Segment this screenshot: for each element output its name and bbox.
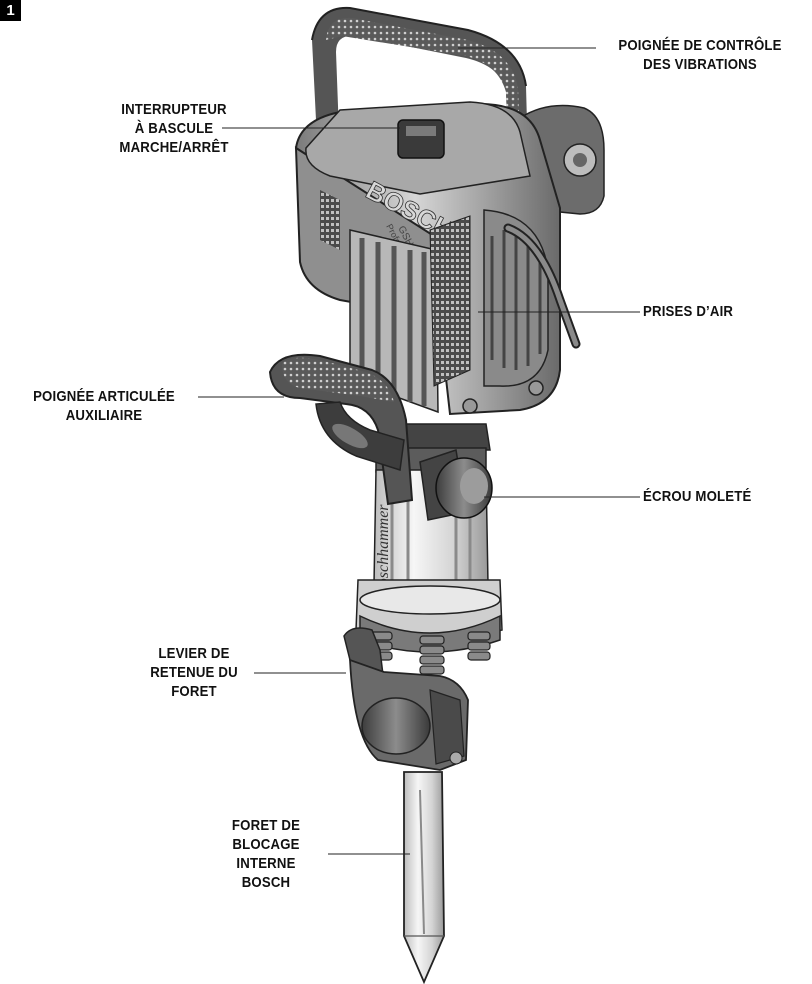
aux-handle-shape	[268, 353, 414, 506]
air-vents-shape	[429, 209, 549, 387]
label-air-vents: PRISES D’AIR	[643, 303, 734, 320]
chisel-bit-shape	[403, 771, 445, 984]
motor-housing: BOSCH GSH 27 Professional	[294, 101, 561, 416]
body-brand-text: Boschhammer	[375, 504, 392, 596]
knurled-nut-shape	[419, 449, 493, 521]
front-ribs	[349, 229, 439, 414]
rocker-switch-shape	[397, 119, 445, 159]
bit-retainer	[343, 627, 491, 771]
figure-number-badge: 1	[0, 0, 21, 21]
label-knurled-nut: ÉCROU MOLETÉ	[643, 488, 752, 505]
